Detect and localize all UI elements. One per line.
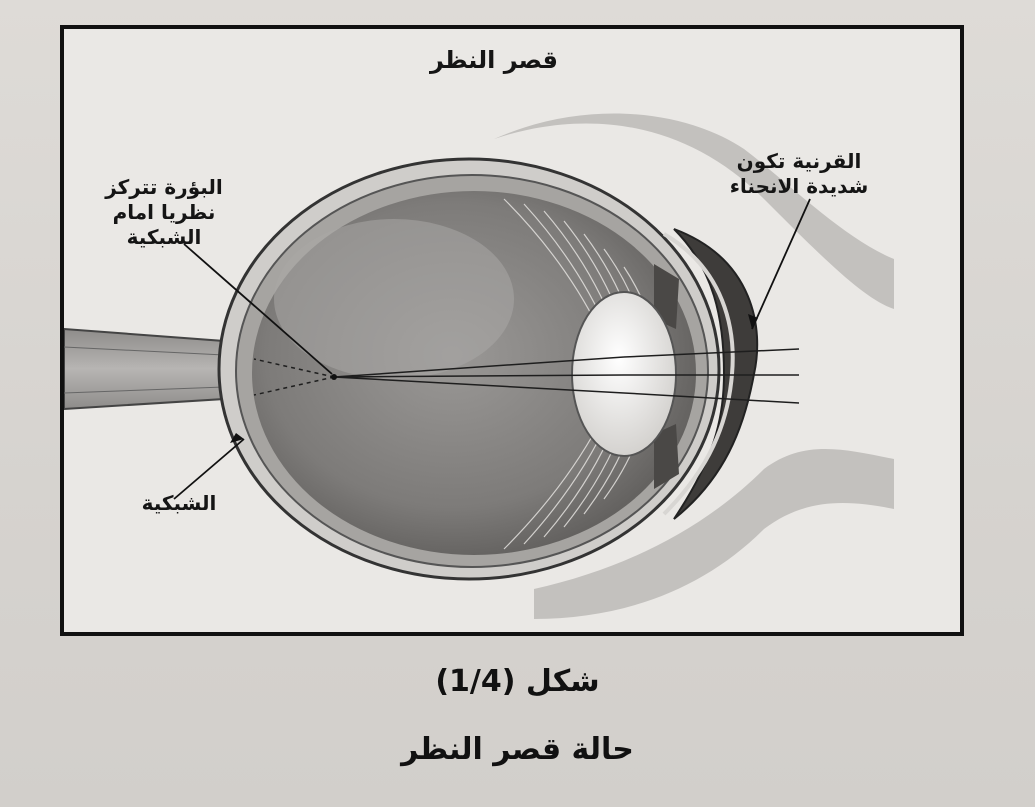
label-cornea-line-1: القرنية تكون bbox=[709, 149, 889, 174]
focal-point bbox=[331, 374, 337, 380]
label-cornea-line-2: شديدة الانحناء bbox=[709, 174, 889, 199]
figure-number: شكل (1/4) bbox=[250, 664, 785, 699]
lens bbox=[572, 292, 676, 456]
diagram-title: قصر النظر bbox=[374, 45, 614, 75]
label-focus-line-3: الشبكية bbox=[64, 225, 264, 250]
label-retina: الشبكية bbox=[124, 491, 234, 516]
label-focus-in-front-of-retina: البؤرة تتركز نظريا امام الشبكية bbox=[64, 175, 264, 250]
optic-nerve bbox=[64, 329, 232, 409]
figure-caption-title: حالة قصر النظر bbox=[250, 732, 785, 767]
label-focus-line-1: البؤرة تتركز bbox=[64, 175, 264, 200]
label-focus-line-2: نظريا امام bbox=[64, 200, 264, 225]
label-cornea-curvature: القرنية تكون شديدة الانحناء bbox=[709, 149, 889, 199]
figure-frame: قصر النظر البؤرة تتركز نظريا امام الشبكي… bbox=[60, 25, 964, 636]
eye-diagram bbox=[64, 29, 960, 632]
